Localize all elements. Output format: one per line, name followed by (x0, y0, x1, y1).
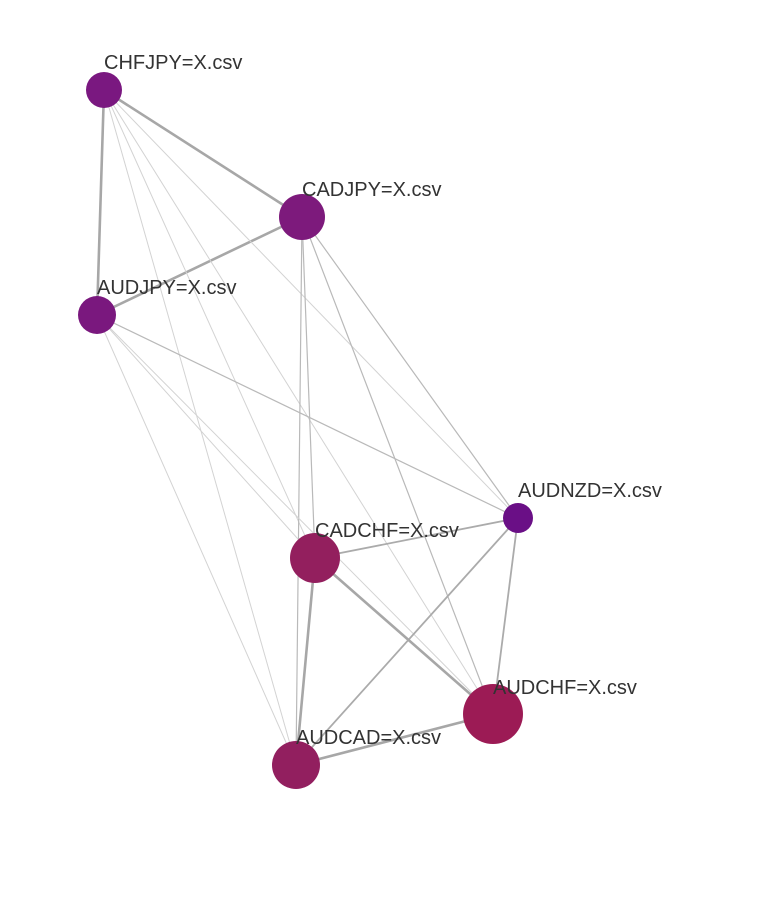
edge-cadchf-audcad (294, 556, 317, 767)
node-label-chfjpy: CHFJPY=X.csv (104, 52, 242, 74)
edge-cadjpy-cadchf (301, 216, 316, 559)
nodes-layer (78, 72, 533, 789)
node-audnzd[interactable] (503, 503, 533, 533)
node-audcad[interactable] (272, 741, 320, 789)
edge-cadjpy-audcad (295, 216, 303, 766)
edge-audnzd-audchf (492, 517, 519, 715)
edge-chfjpy-audchf (103, 89, 494, 715)
edge-chfjpy-audcad (103, 89, 297, 766)
edge-cadjpy-audchf (301, 216, 494, 715)
edge-chfjpy-cadjpy (102, 88, 304, 219)
labels-layer: CHFJPY=X.csvCADJPY=X.csvAUDJPY=X.csvAUDN… (97, 52, 662, 749)
edge-audjpy-audchf (96, 314, 494, 715)
node-audjpy[interactable] (78, 296, 116, 334)
edge-audjpy-audnzd (96, 314, 519, 519)
node-cadchf[interactable] (290, 533, 340, 583)
edge-cadchf-audchf (313, 556, 495, 716)
node-label-audjpy: AUDJPY=X.csv (97, 277, 236, 299)
edge-audjpy-cadchf (96, 314, 316, 559)
edge-chfjpy-audnzd (103, 89, 519, 519)
edge-chfjpy-cadchf (103, 89, 316, 559)
node-label-audchf: AUDCHF=X.csv (493, 677, 637, 699)
node-label-audnzd: AUDNZD=X.csv (518, 480, 662, 502)
node-label-cadchf: CADCHF=X.csv (315, 520, 459, 542)
edges-layer (95, 88, 519, 767)
node-cadjpy[interactable] (279, 194, 325, 240)
node-label-cadjpy: CADJPY=X.csv (302, 179, 441, 201)
node-chfjpy[interactable] (86, 72, 122, 108)
edge-audchf-audcad (294, 712, 495, 767)
edge-cadjpy-audjpy (95, 215, 304, 317)
edge-audnzd-cadchf (314, 517, 519, 559)
node-label-audcad: AUDCAD=X.csv (296, 727, 441, 749)
edge-chfjpy-audjpy (95, 88, 106, 317)
edge-audjpy-audcad (96, 314, 297, 766)
edge-cadjpy-audnzd (301, 216, 519, 519)
node-audchf[interactable] (463, 684, 523, 744)
edge-audnzd-audcad (295, 517, 519, 766)
